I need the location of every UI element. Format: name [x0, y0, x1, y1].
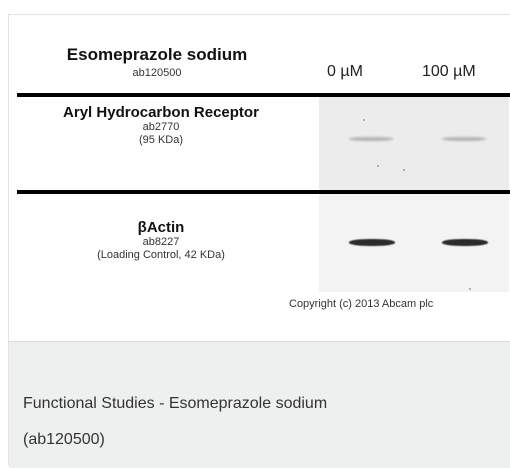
- western-blot-figure: Esomeprazole sodium ab120500 0 µM 100 µM…: [9, 15, 510, 341]
- actin-blot-image: [319, 194, 509, 292]
- copyright-notice: Copyright (c) 2013 Abcam plc: [289, 298, 434, 310]
- blot-speck: [403, 169, 405, 171]
- ahr-row-label: Aryl Hydrocarbon Receptor ab2770 (95 KDa…: [19, 104, 303, 147]
- column-header-100um: 100 µM: [422, 63, 476, 80]
- blot-speck: [363, 119, 365, 121]
- actin-row-label: βActin ab8227 (Loading Control, 42 KDa): [19, 219, 303, 262]
- actin-band-100um: [442, 239, 488, 246]
- actin-molecular-weight: (Loading Control, 42 KDa): [97, 249, 225, 261]
- column-header-0um: 0 µM: [327, 63, 363, 80]
- caption-line-2: (ab120500): [23, 431, 105, 448]
- figure-caption: Functional Studies - Esomeprazole sodium…: [9, 341, 510, 468]
- ahr-target-name: Aryl Hydrocarbon Receptor: [63, 104, 259, 121]
- actin-band-0um: [349, 239, 395, 246]
- actin-catalog-number: ab8227: [142, 236, 180, 248]
- blot-speck: [469, 288, 471, 290]
- ahr-band-0um: [349, 137, 393, 141]
- divider-top: [17, 93, 510, 97]
- compound-name: Esomeprazole sodium: [66, 45, 248, 64]
- caption-text: Functional Studies - Esomeprazole sodium…: [23, 386, 493, 458]
- figure-card: Esomeprazole sodium ab120500 0 µM 100 µM…: [8, 14, 510, 468]
- ahr-band-100um: [442, 137, 486, 141]
- ahr-blot-image: [319, 97, 509, 190]
- caption-line-1: Functional Studies - Esomeprazole sodium: [23, 395, 328, 412]
- actin-target-name: βActin: [137, 219, 185, 236]
- compound-catalog-number: ab120500: [132, 67, 182, 79]
- blot-speck: [377, 165, 379, 167]
- ahr-catalog-number: ab2770: [142, 121, 180, 133]
- divider-middle: [17, 190, 510, 194]
- ahr-molecular-weight: (95 KDa): [138, 134, 184, 146]
